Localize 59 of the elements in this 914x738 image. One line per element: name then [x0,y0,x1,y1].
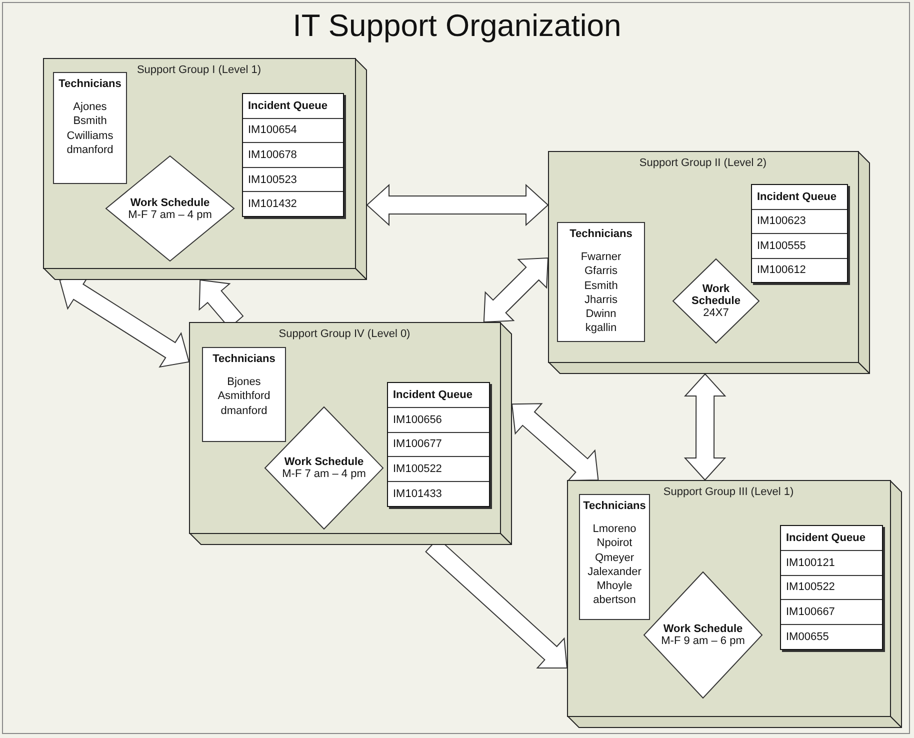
table-heading: Incident Queue [785,530,866,546]
ticket-id: IM00655 [781,624,882,649]
group-panel [43,58,367,280]
ticket-id: IM100623 [752,208,847,233]
ticket-id: IM100656 [388,406,489,432]
technicians-box [202,347,286,442]
name-list: Fwarner Gfarris Esmith Jharris Dwinn kgallin [580,250,622,336]
diamond-heading: Work Schedule [130,196,210,208]
box-heading: Technicians [582,500,647,512]
ticket-id: IM100667 [781,599,882,624]
group-title: Support Group I (Level 1) [136,64,262,76]
table-heading: Incident Queue [247,98,328,114]
group-title: Support Group IV (Level 0) [278,328,412,340]
box-heading: Technicians [58,78,122,90]
queue-table [387,382,490,507]
ticket-id: IM100522 [388,456,489,482]
schedule-diamond [643,571,763,699]
ticket-id: IM100678 [243,142,343,167]
box-heading: Technicians [568,228,634,240]
box-heading: Technicians [212,353,276,365]
diagram-title: IT Support Organization [292,8,622,44]
queue-table [780,525,883,650]
ticket-id: IM101432 [243,191,343,216]
ticket-id: IM100612 [752,258,847,282]
ticket-id: IM100523 [243,166,343,192]
schedule-diamond [672,258,760,344]
technicians-box [557,222,645,342]
block-arrow [483,257,549,323]
queue-table [242,93,344,217]
group-title: Support Group II (Level 2) [638,157,768,169]
block-arrow [366,184,549,226]
group-panel [548,151,870,374]
name-list: Lmoreno Npoirot Qmeyer Jalexander Mhoyle abertson [588,522,642,608]
technicians-box [579,494,650,620]
schedule-hours: M-F 7 am – 4 pm [282,468,366,480]
ticket-id: IM101433 [388,481,489,506]
group-title: Support Group III (Level 1) [662,486,795,498]
ticket-id: IM100677 [388,432,489,456]
technicians-box [53,72,127,184]
ticket-id: IM100555 [752,233,847,258]
schedule-hours: M-F 7 am – 4 pm [128,208,212,220]
name-list: Ajones Bsmith Cwilliams dmanford [66,100,114,158]
schedule-diamond [105,155,235,262]
table-heading: Incident Queue [756,190,838,205]
block-arrow [511,403,599,482]
name-list: Bjones Asmithford dmanford [218,375,270,418]
ticket-id: IM100121 [781,550,882,575]
block-arrow [684,373,726,481]
group-panel [189,322,512,545]
schedule-hours: 24X7 [703,307,729,319]
table-heading: Incident Queue [392,388,474,403]
group-panel [567,480,902,728]
ticket-id: IM100522 [781,574,882,600]
ticket-id: IM100654 [243,118,343,142]
queue-table [751,184,848,283]
schedule-hours: M-F 9 am – 6 pm [661,635,745,647]
diamond-heading: Work Schedule [284,456,364,468]
diamond-heading: Work Schedule [690,283,742,307]
diamond-heading: Work Schedule [663,623,743,635]
